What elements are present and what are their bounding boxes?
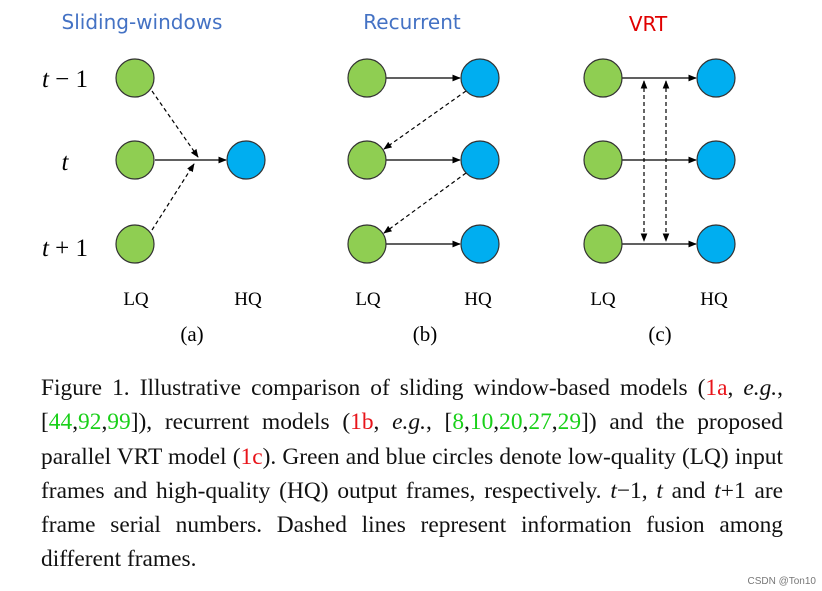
hq-frame-circle (460, 140, 500, 180)
subfigure-label: (c) (648, 322, 671, 346)
lq-label: LQ (590, 289, 616, 310)
lq-frame-circle (115, 224, 155, 264)
row-label-t-plus-1: t + 1 (42, 235, 88, 262)
dashed-arrow (383, 172, 467, 234)
citation-link[interactable]: 99 (107, 409, 131, 436)
hq-frame-circle (696, 224, 736, 264)
panel-c-title: VRT (629, 12, 668, 36)
panel-c: LQ HQ (c) (583, 58, 736, 346)
citation-link[interactable]: 44 (48, 409, 73, 436)
lq-frame-circle (583, 224, 623, 264)
citation-link[interactable]: 29 (557, 409, 582, 436)
lq-label: LQ (355, 289, 381, 310)
lq-frame-circle (583, 58, 623, 98)
figure-caption: Figure 1. Illustrative comparison of sli… (41, 375, 784, 573)
hq-frame-circle (226, 140, 266, 180)
panel-a: LQ HQ (a) (115, 58, 266, 346)
dashed-arrow (151, 163, 195, 231)
lq-label: LQ (123, 289, 149, 310)
watermark: CSDN @Ton10 (747, 576, 816, 587)
subfigure-label: (b) (413, 322, 438, 346)
hq-frame-circle (696, 58, 736, 98)
row-label-t-minus-1: t − 1 (42, 66, 88, 93)
figure-ref-link[interactable]: 1b (350, 409, 374, 436)
lq-frame-circle (583, 140, 623, 180)
figure-ref-link[interactable]: 1c (240, 443, 263, 470)
lq-frame-circle (347, 140, 387, 180)
hq-label: HQ (234, 289, 262, 310)
hq-label: HQ (464, 289, 492, 310)
lq-frame-circle (347, 224, 387, 264)
subfigure-label: (a) (180, 322, 203, 346)
hq-frame-circle (460, 224, 500, 264)
lq-frame-circle (115, 58, 155, 98)
dashed-arrow (151, 90, 199, 158)
figure-diagram: Sliding-windows Recurrent VRT t − 1 t t … (42, 10, 736, 346)
citation-link[interactable]: 27 (528, 409, 552, 436)
panel-b-title: Recurrent (363, 10, 461, 34)
citation-link[interactable]: 10 (469, 409, 494, 436)
hq-label: HQ (700, 289, 728, 310)
panel-b: LQ HQ (b) (347, 58, 500, 346)
row-label-t: t (62, 149, 70, 176)
citation-link[interactable]: 8 (452, 409, 465, 436)
panel-a-title: Sliding-windows (62, 10, 223, 34)
hq-frame-circle (460, 58, 500, 98)
citation-link[interactable]: 20 (499, 409, 523, 436)
citation-link[interactable]: 92 (78, 409, 102, 436)
hq-frame-circle (696, 140, 736, 180)
figure-ref-link[interactable]: 1a (705, 375, 728, 401)
dashed-arrow (383, 90, 467, 150)
lq-frame-circle (115, 140, 155, 180)
lq-frame-circle (347, 58, 387, 98)
